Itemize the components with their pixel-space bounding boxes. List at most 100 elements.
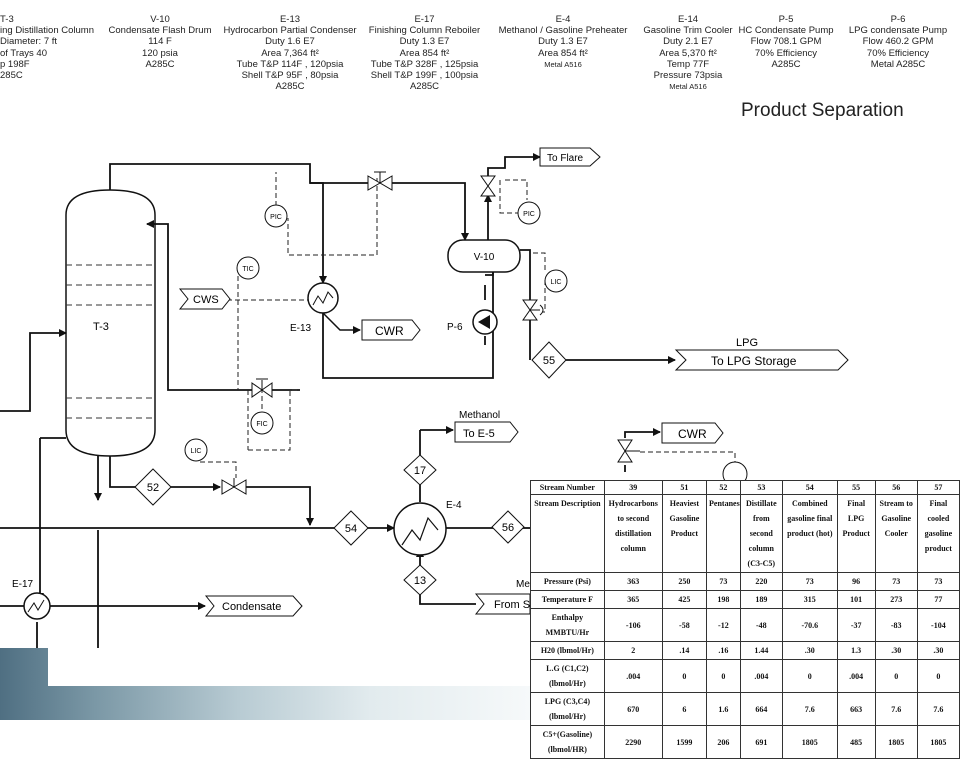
table-cell: .004 bbox=[836, 659, 876, 693]
table-cell: .30 bbox=[874, 641, 918, 660]
table-cell: -106 bbox=[603, 608, 663, 642]
table-cell: 1.3 bbox=[836, 641, 876, 660]
equipment-spec-v10: V-10 Condensate Flash Drum 114 F 120 psi… bbox=[100, 14, 220, 70]
instrument-pic-2: PIC bbox=[517, 201, 541, 225]
spec-line: Duty 1.3 E7 bbox=[538, 36, 588, 48]
spec-line: Area 7,364 ft² bbox=[261, 47, 319, 59]
table-cell: Heaviest Gasoline Product bbox=[661, 494, 708, 573]
spec-line: Finishing Column Reboiler bbox=[368, 25, 481, 37]
table-cell: 7.6 bbox=[781, 692, 838, 726]
table-cell: 1.6 bbox=[706, 692, 741, 726]
table-cell: Combined gasoline final product (hot) bbox=[781, 494, 838, 573]
spec-line: V-10 bbox=[150, 14, 170, 25]
equipment-spec-t3: T-3 ing Distillation Column Diameter: 7 … bbox=[0, 14, 94, 81]
spec-line: of Trays 40 bbox=[0, 47, 47, 59]
table-cell: 250 bbox=[661, 572, 708, 591]
table-cell: -104 bbox=[916, 608, 960, 642]
e17-label: E-17 bbox=[12, 579, 34, 590]
spec-line: Metal A516 bbox=[669, 82, 707, 92]
table-cell: -58 bbox=[661, 608, 708, 642]
table-header-row: Stream Number 39 51 52 53 54 55 56 57 bbox=[530, 480, 960, 495]
table-cell: 73 bbox=[706, 572, 741, 591]
spec-line: Area 5,370 ft² bbox=[659, 47, 717, 59]
spec-line: Shell T&P 95F , 80psia bbox=[241, 70, 339, 82]
stream-label: 55 bbox=[543, 355, 555, 367]
table-row: Pressure (Psi) 363 250 73 220 73 96 73 7… bbox=[530, 572, 960, 591]
spec-line: Flow 708.1 GPM bbox=[750, 36, 822, 48]
table-cell: 663 bbox=[836, 692, 876, 726]
table-cell: Final cooled gasoline product bbox=[916, 494, 960, 573]
e4-label: E-4 bbox=[446, 500, 462, 511]
spec-line: E-4 bbox=[555, 14, 571, 25]
valve-icon bbox=[617, 439, 640, 463]
table-cell: -83 bbox=[874, 608, 918, 642]
stream-13: 13 bbox=[403, 564, 437, 596]
table-row: LPG (C3,C4) (lbmol/Hr) 670 6 1.6 664 7.6… bbox=[530, 692, 960, 726]
process-flow-diagram: T-3 bbox=[0, 147, 849, 648]
stream-56: 56 bbox=[491, 510, 525, 544]
spec-line: Metal A285C bbox=[870, 58, 926, 70]
table-cell: 7.6 bbox=[916, 692, 960, 726]
connector-cws: CWS bbox=[178, 288, 231, 310]
instrument-lic-1: LIC bbox=[184, 438, 208, 462]
table-cell: 0 bbox=[916, 659, 960, 693]
table-cell: 365 bbox=[603, 590, 663, 609]
spec-line: 70% Efficiency bbox=[754, 47, 818, 59]
table-cell: .16 bbox=[706, 641, 741, 660]
cwr-label: CWR bbox=[375, 324, 404, 338]
table-cell: 0 bbox=[781, 659, 838, 693]
stream-52: 52 bbox=[134, 468, 172, 506]
table-cell: Pressure (Psi) bbox=[530, 572, 605, 591]
spec-line: HC Condensate Pump bbox=[738, 25, 834, 37]
table-cell: Temperature F bbox=[530, 590, 605, 609]
table-cell: .14 bbox=[661, 641, 708, 660]
to-lpg-storage-label: To LPG Storage bbox=[711, 354, 797, 368]
drum-v10: V-10 bbox=[447, 239, 521, 273]
stream-table: Stream Number 39 51 52 53 54 55 56 57 St… bbox=[530, 480, 960, 759]
table-header-cell: 54 bbox=[781, 480, 838, 495]
table-cell: 101 bbox=[836, 590, 876, 609]
connector-from-s: Me From S bbox=[474, 579, 531, 615]
table-row: Stream Description Hydrocarbons to secon… bbox=[530, 494, 960, 573]
stream-17: 17 bbox=[403, 454, 437, 486]
spec-line: Duty 1.3 E7 bbox=[399, 36, 450, 48]
table-cell: 73 bbox=[916, 572, 960, 591]
table-row: L.G (C1,C2) (lbmol/Hr) .004 0 0 .004 0 .… bbox=[530, 659, 960, 693]
spec-line: Tube T&P 114F , 120psia bbox=[236, 58, 344, 70]
table-header-cell: 39 bbox=[603, 480, 663, 495]
to-flare-label: To Flare bbox=[547, 153, 584, 164]
table-cell: Final LPG Product bbox=[836, 494, 876, 573]
spec-line: Hydrocarbon Partial Condenser bbox=[223, 25, 357, 37]
spec-line: ing Distillation Column bbox=[0, 25, 94, 37]
fic-label: FIC bbox=[256, 421, 267, 428]
spec-line: T-3 bbox=[0, 14, 14, 25]
equipment-spec-e14: E-14 Gasoline Trim Cooler Duty 2.1 E7 Ar… bbox=[636, 14, 740, 92]
table-row: C5+(Gasoline) (lbmol/HR) 2290 1599 206 6… bbox=[530, 725, 960, 759]
table-header-cell: 56 bbox=[874, 480, 918, 495]
table-cell: 0 bbox=[706, 659, 741, 693]
spec-line: A285C bbox=[145, 58, 175, 70]
v10-label: V-10 bbox=[474, 252, 495, 263]
table-cell: .004 bbox=[603, 659, 663, 693]
table-header-cell: 53 bbox=[739, 480, 783, 495]
spec-line: Gasoline Trim Cooler bbox=[643, 25, 733, 37]
table-cell: Enthalpy MMBTU/Hr bbox=[530, 608, 605, 642]
section-title: Product Separation bbox=[741, 100, 904, 121]
equipment-spec-e17: E-17 Finishing Column Reboiler Duty 1.3 … bbox=[362, 14, 487, 92]
spec-line: Condensate Flash Drum bbox=[108, 25, 212, 37]
spec-line: Duty 2.1 E7 bbox=[663, 36, 713, 48]
stream-54: 54 bbox=[333, 510, 369, 546]
table-cell: 0 bbox=[874, 659, 918, 693]
table-cell: 198 bbox=[706, 590, 741, 609]
spec-line: A285C bbox=[275, 81, 305, 93]
table-cell: 206 bbox=[706, 725, 741, 759]
valve-icon bbox=[221, 478, 247, 495]
stream-label: 52 bbox=[147, 482, 159, 494]
stream-55: 55 bbox=[531, 341, 567, 379]
tic-label: TIC bbox=[242, 266, 253, 273]
table-cell: Stream to Gasoline Cooler bbox=[874, 494, 918, 573]
spec-line: Area 854 ft² bbox=[538, 47, 588, 59]
table-row: Temperature F 365 425 198 189 315 101 27… bbox=[530, 590, 960, 609]
equipment-spec-p6: P-6 LPG condensate Pump Flow 460.2 GPM 7… bbox=[840, 14, 956, 70]
exchanger-e17: E-17 bbox=[12, 579, 51, 620]
